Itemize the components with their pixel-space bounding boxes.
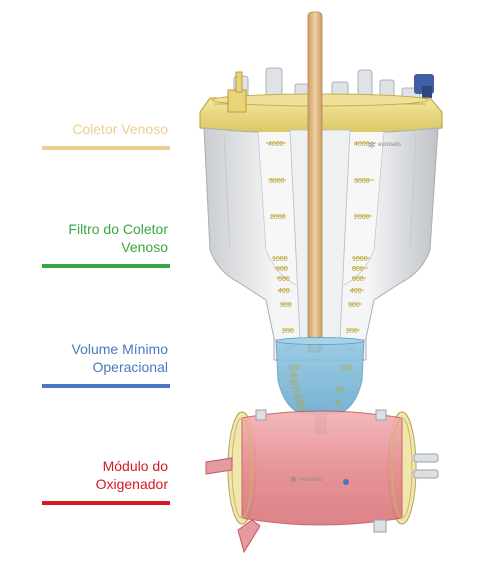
tick-100-lower-right: 100	[340, 365, 352, 372]
blue-valve	[414, 74, 434, 98]
tick-60-lower: 60	[336, 387, 344, 394]
legend-bar-volume-minimo	[42, 384, 170, 388]
module-brand: ✻ eurosets	[290, 475, 349, 485]
tick-4000-right: 4000	[354, 141, 370, 148]
brand-text-reservoir: eurosets	[378, 142, 401, 148]
tick-600-left: 600	[278, 276, 290, 283]
module-brand-text: eurosets	[300, 477, 323, 483]
brand-mark-icon: ✻	[368, 141, 376, 151]
tick-40-lower: 40	[296, 400, 304, 407]
oxygenator-device-illustration: 4000 3000 2000 1000 800 600 400 300 200 …	[199, 11, 443, 554]
legend-bar-filtro-coletor	[42, 264, 170, 268]
oxygenator-module	[227, 410, 417, 526]
legend-label-modulo-oxigenador: Módulo do Oxigenador	[95, 458, 168, 492]
tick-200-right: 200	[346, 328, 358, 335]
legend-bar-coletor-venoso	[42, 146, 170, 150]
legend-label-filtro-coletor: Filtro do Coletor Venoso	[68, 221, 168, 255]
tick-400-right: 400	[350, 288, 362, 295]
tick-1000-right: 1000	[352, 256, 368, 263]
tick-2000-left: 2000	[270, 214, 286, 221]
tick-400-left: 400	[278, 288, 290, 295]
module-brand-mark-icon: ✻	[290, 475, 297, 484]
tick-80-lower: 80	[290, 380, 298, 387]
tick-3000-left: 3000	[269, 178, 285, 185]
venous-inlet-rod	[307, 11, 323, 353]
tick-2000-right: 2000	[354, 214, 370, 221]
tick-600-right: 600	[352, 276, 364, 283]
tick-90-lower: 90	[290, 373, 298, 380]
tick-200-left: 200	[282, 328, 294, 335]
scale-labels-lower: 100 100 90 80 70 60 50 40 30 20	[288, 365, 352, 413]
legend-volume-minimo: Volume Mínimo Operacional	[0, 340, 170, 388]
oxygenator-ports	[205, 409, 439, 554]
tick-70-lower: 70	[292, 387, 300, 394]
tick-800-right: 800	[352, 266, 364, 273]
tick-100-lower: 100	[288, 365, 300, 372]
legend-modulo-oxigenador: Módulo do Oxigenador	[0, 457, 170, 505]
tick-4000-left: 4000	[268, 141, 284, 148]
ce-badge-icon	[343, 479, 349, 485]
tick-300-left: 300	[280, 302, 292, 309]
legend-coletor-venoso: Coletor Venoso	[0, 120, 170, 150]
tick-3000-right: 3000	[354, 178, 370, 185]
legend-label-volume-minimo: Volume Mínimo Operacional	[71, 341, 168, 375]
legend-label-coletor-venoso: Coletor Venoso	[72, 121, 168, 137]
yellow-side-port	[227, 71, 247, 113]
tick-50-lower: 50	[294, 394, 302, 401]
legend-filtro-coletor: Filtro do Coletor Venoso	[0, 220, 170, 268]
tick-30-lower: 30	[334, 400, 342, 407]
graduation-scale	[266, 142, 376, 331]
tick-800-left: 800	[276, 266, 288, 273]
legend-bar-modulo-oxigenador	[42, 501, 170, 505]
tick-300-right: 300	[348, 302, 360, 309]
tick-20-lower: 20	[298, 406, 306, 413]
tick-1000-left: 1000	[272, 256, 288, 263]
